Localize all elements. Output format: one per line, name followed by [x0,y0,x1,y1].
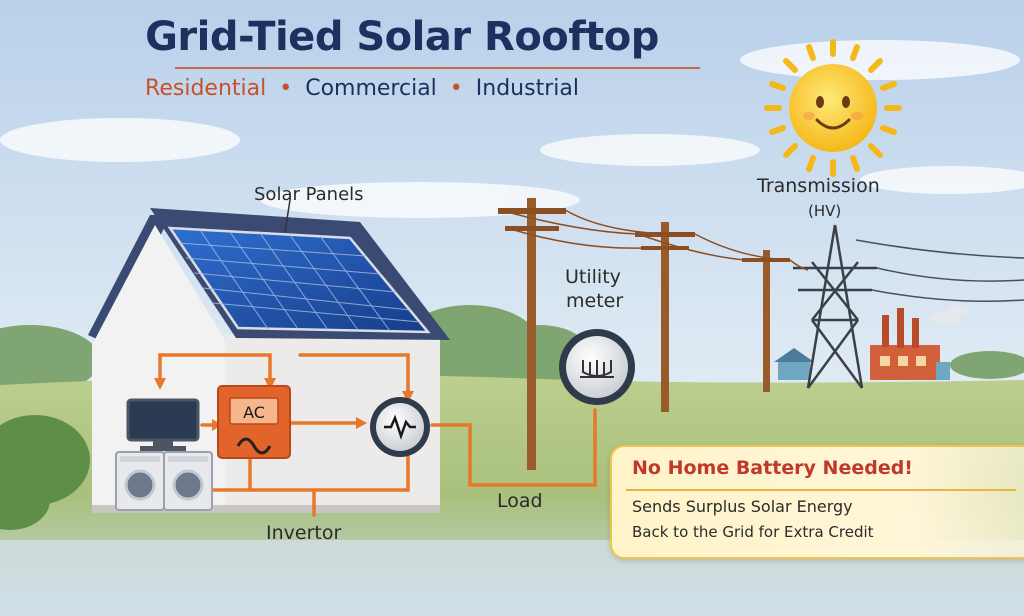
solar-panels-label: Solar Panels [254,184,364,205]
inverter-icon [217,385,291,459]
callout-line-1: Sends Surplus Solar Energy [632,497,853,516]
callout-divider [626,489,1016,491]
callout-box: No Home Battery Needed! Sends Surplus So… [610,445,1024,559]
house-wiring [158,353,597,517]
inverter-box-label: AC [243,403,265,422]
monitor-icon [126,398,200,451]
subtitle-separator: • [449,76,463,101]
utility-meter-icon [559,329,635,405]
subtitle-item-industrial: Industrial [475,76,579,101]
transmission-hv-label: (HV) [808,202,842,220]
sun-icon [764,39,902,177]
solar-panel-icon [167,226,431,334]
meter-icon [370,397,430,457]
subtitle: Residential • Commercial • Industrial [0,76,874,101]
transmission-label: Transmission [757,175,880,197]
subtitle-separator: • [279,76,293,101]
inverter-label: Invertor [266,522,342,544]
utility-meter-label-line1: Utility [565,266,621,288]
subtitle-item-residential: Residential [145,76,267,101]
washing-machine-icon [115,451,213,511]
subtitle-item-commercial: Commercial [305,76,437,101]
page-title: Grid-Tied Solar Rooftop [145,14,659,60]
distant-house-icon [774,348,814,380]
factory-icon [870,305,968,380]
callout-heading: No Home Battery Needed! [632,457,913,479]
hv-lines [855,239,1024,302]
overhead-wires [499,209,809,271]
utility-meter-label-line2: meter [566,290,624,312]
solar-panels-pointer [284,199,291,233]
transmission-tower-icon [793,224,877,389]
load-label: Load [497,490,543,512]
bushes [0,415,90,530]
callout-line-2: Back to the Grid for Extra Credit [632,523,874,541]
